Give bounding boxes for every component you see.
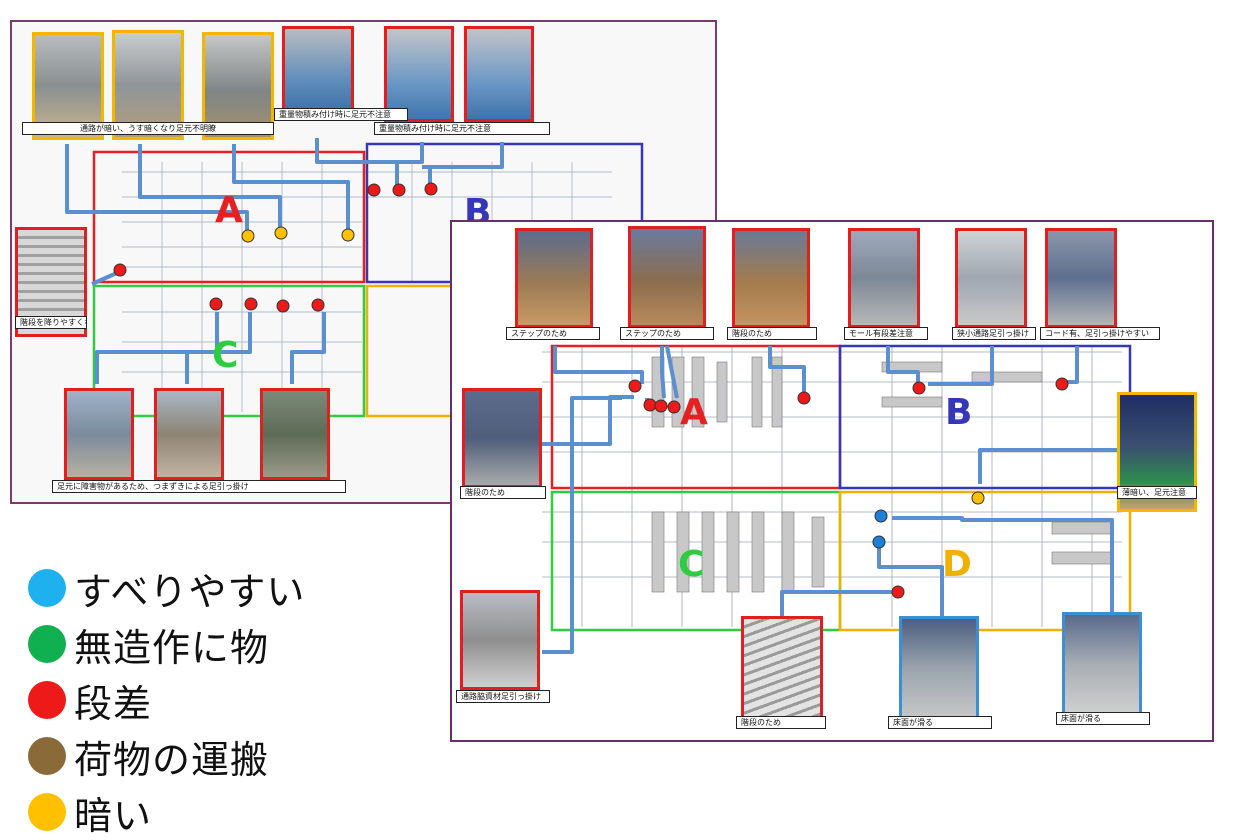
photo-aisle-material	[460, 590, 540, 690]
caption-stairs-bottom: 階段のため	[736, 716, 826, 729]
slippery-dot-icon	[28, 569, 66, 607]
legend-label-carrying: 荷物の運搬	[74, 737, 270, 782]
caption-dark-right: 薄暗い、足元注意	[1117, 486, 1197, 499]
zone-c-label: C	[678, 544, 705, 585]
caption-heavy-load-1: 重量物積み付け時に足元不注意	[274, 108, 408, 121]
legend-label-slippery: すべりやすい	[74, 569, 306, 614]
caption-stairs-top: 階段のため	[727, 327, 817, 340]
photo-heavy-load-2	[384, 26, 454, 122]
caption-dark-aisle: 通路が暗い、うす暗くなり足元不明瞭	[22, 122, 274, 135]
photo-step-2	[628, 226, 706, 328]
zone-d-label: D	[942, 544, 972, 585]
caption-narrow-aisle: 狭小通路足引っ掛け	[952, 327, 1036, 340]
photo-obstacle-1	[64, 388, 134, 480]
legend-item-carrying: 荷物の運搬	[28, 728, 305, 784]
caption-heavy-load-2: 重量物積み付け時に足元不注意	[374, 122, 550, 135]
zone-b-label: B	[945, 392, 973, 433]
photo-cord	[1045, 228, 1117, 328]
caption-stairs-left: 階段のため	[460, 486, 546, 499]
caption-step-1: ステップのため	[506, 327, 600, 340]
caption-cord: コード有、足引っ掛けやすい	[1040, 327, 1160, 340]
legend-item-step: 段差	[28, 672, 305, 728]
step-dot-icon	[28, 681, 66, 719]
legend-label-dark: 暗い	[74, 793, 153, 838]
photo-heavy-load-1	[282, 26, 354, 118]
legend-item-dark: 暗い	[28, 784, 305, 840]
photo-heavy-load-3	[464, 26, 534, 122]
floor-plan-panel-2: A B C D ステップのため ステップのため 階段のため モール有段差注意 狭…	[450, 220, 1214, 742]
zone-a-label: A	[680, 392, 708, 433]
photo-obstacle-3	[260, 388, 330, 480]
zone-a-label: A	[215, 190, 243, 231]
carrying-dot-icon	[28, 737, 66, 775]
zone-c-label: C	[212, 335, 239, 376]
photo-obstacle-2	[154, 388, 224, 480]
caption-mall: モール有段差注意	[844, 327, 928, 340]
photo-mall	[848, 228, 920, 328]
floor-plan-2-drawing	[532, 344, 1132, 654]
legend-label-clutter: 無造作に物	[74, 625, 270, 670]
legend-label-step: 段差	[74, 681, 153, 726]
caption-stairs-left: 階段を降りやすくなる	[15, 316, 87, 329]
photo-dark-aisle-2	[112, 30, 184, 140]
caption-slippery-floor-2: 床面が滑る	[1056, 712, 1150, 725]
clutter-dot-icon	[28, 625, 66, 663]
photo-slippery-floor-2	[1062, 612, 1142, 716]
caption-step-2: ステップのため	[620, 327, 714, 340]
photo-narrow-aisle	[955, 228, 1027, 328]
caption-obstacles: 足元に障害物があるため、つまずきによる足引っ掛け	[52, 480, 346, 493]
photo-stairs-top	[732, 228, 810, 328]
caption-slippery-floor-1: 床面が滑る	[888, 716, 992, 729]
photo-dark-aisle-3	[202, 32, 274, 140]
floor-plan-1-drawing	[65, 138, 644, 418]
legend-item-clutter: 無造作に物	[28, 616, 305, 672]
dark-dot-icon	[28, 793, 66, 831]
photo-step-1	[515, 228, 593, 328]
legend-item-slippery: すべりやすい	[28, 560, 305, 616]
photo-stairs-left	[462, 388, 542, 488]
caption-aisle-material: 通路脇資材足引っ掛け	[456, 690, 550, 703]
photo-slippery-floor-1	[899, 616, 979, 720]
photo-stairs-bottom	[741, 616, 823, 720]
photo-dark-aisle-1	[32, 32, 104, 140]
legend: すべりやすい 無造作に物 段差 荷物の運搬 暗い	[28, 560, 305, 840]
